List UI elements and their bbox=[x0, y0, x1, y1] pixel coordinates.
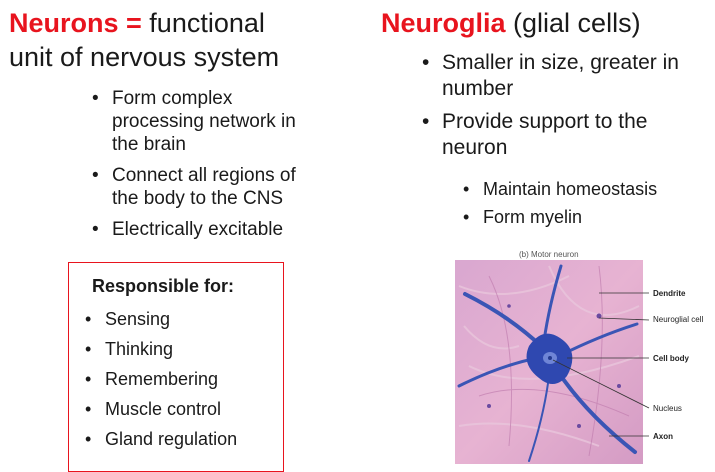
neuroglia-heading-term: Neuroglia bbox=[381, 8, 506, 38]
neuroglia-bullet-list: Smaller in size, greater in number Provi… bbox=[422, 50, 697, 168]
list-item: Electrically excitable bbox=[92, 218, 322, 241]
neurons-heading-line1: functional bbox=[149, 8, 265, 38]
list-item: Gland regulation bbox=[85, 428, 237, 450]
neuroglia-heading: Neuroglia (glial cells) bbox=[381, 6, 641, 40]
list-item: Provide support to the neuron bbox=[422, 109, 697, 161]
label-cell-body: Cell body bbox=[653, 354, 690, 363]
label-leader-lines bbox=[552, 292, 650, 437]
neuroglial-cells bbox=[487, 304, 621, 428]
figure-labels: Dendrite Neuroglial cell Cell body Nucle… bbox=[653, 289, 703, 441]
list-item: Form complex processing network in the b… bbox=[92, 87, 322, 156]
list-item: Maintain homeostasis bbox=[463, 178, 703, 200]
list-item: Thinking bbox=[85, 338, 237, 360]
neurons-heading: Neurons = functional unit of nervous sys… bbox=[9, 6, 339, 74]
label-nucleus: Nucleus bbox=[653, 404, 682, 413]
label-dendrite: Dendrite bbox=[653, 289, 686, 298]
list-item: Connect all regions of the body to the C… bbox=[92, 164, 322, 210]
list-item: Sensing bbox=[85, 308, 237, 330]
label-neuroglial-cell: Neuroglial cell bbox=[653, 315, 703, 324]
neuroglia-sub-bullet-list: Maintain homeostasis Form myelin bbox=[463, 178, 703, 234]
nucleolus bbox=[548, 356, 552, 360]
neurons-heading-line2: unit of nervous system bbox=[9, 42, 280, 72]
list-item: Muscle control bbox=[85, 398, 237, 420]
responsible-for-box: Responsible for: Sensing Thinking Rememb… bbox=[68, 262, 284, 472]
box-title: Responsible for: bbox=[92, 276, 235, 296]
label-neuroglial-cell-text: Neuroglial cell bbox=[653, 315, 703, 324]
neurons-bullet-list: Form complex processing network in the b… bbox=[92, 87, 322, 249]
label-axon: Axon bbox=[653, 432, 673, 441]
neurons-heading-term: Neurons = bbox=[9, 8, 150, 38]
neuroglia-heading-rest: (glial cells) bbox=[505, 8, 641, 38]
figure-caption: (b) Motor neuron bbox=[519, 250, 579, 259]
list-item: Smaller in size, greater in number bbox=[422, 50, 697, 102]
list-item: Form myelin bbox=[463, 206, 703, 228]
responsible-list: Sensing Thinking Remembering Muscle cont… bbox=[85, 308, 237, 458]
motor-neuron-micrograph: (b) Motor neuron bbox=[455, 250, 703, 464]
list-item: Remembering bbox=[85, 368, 237, 390]
